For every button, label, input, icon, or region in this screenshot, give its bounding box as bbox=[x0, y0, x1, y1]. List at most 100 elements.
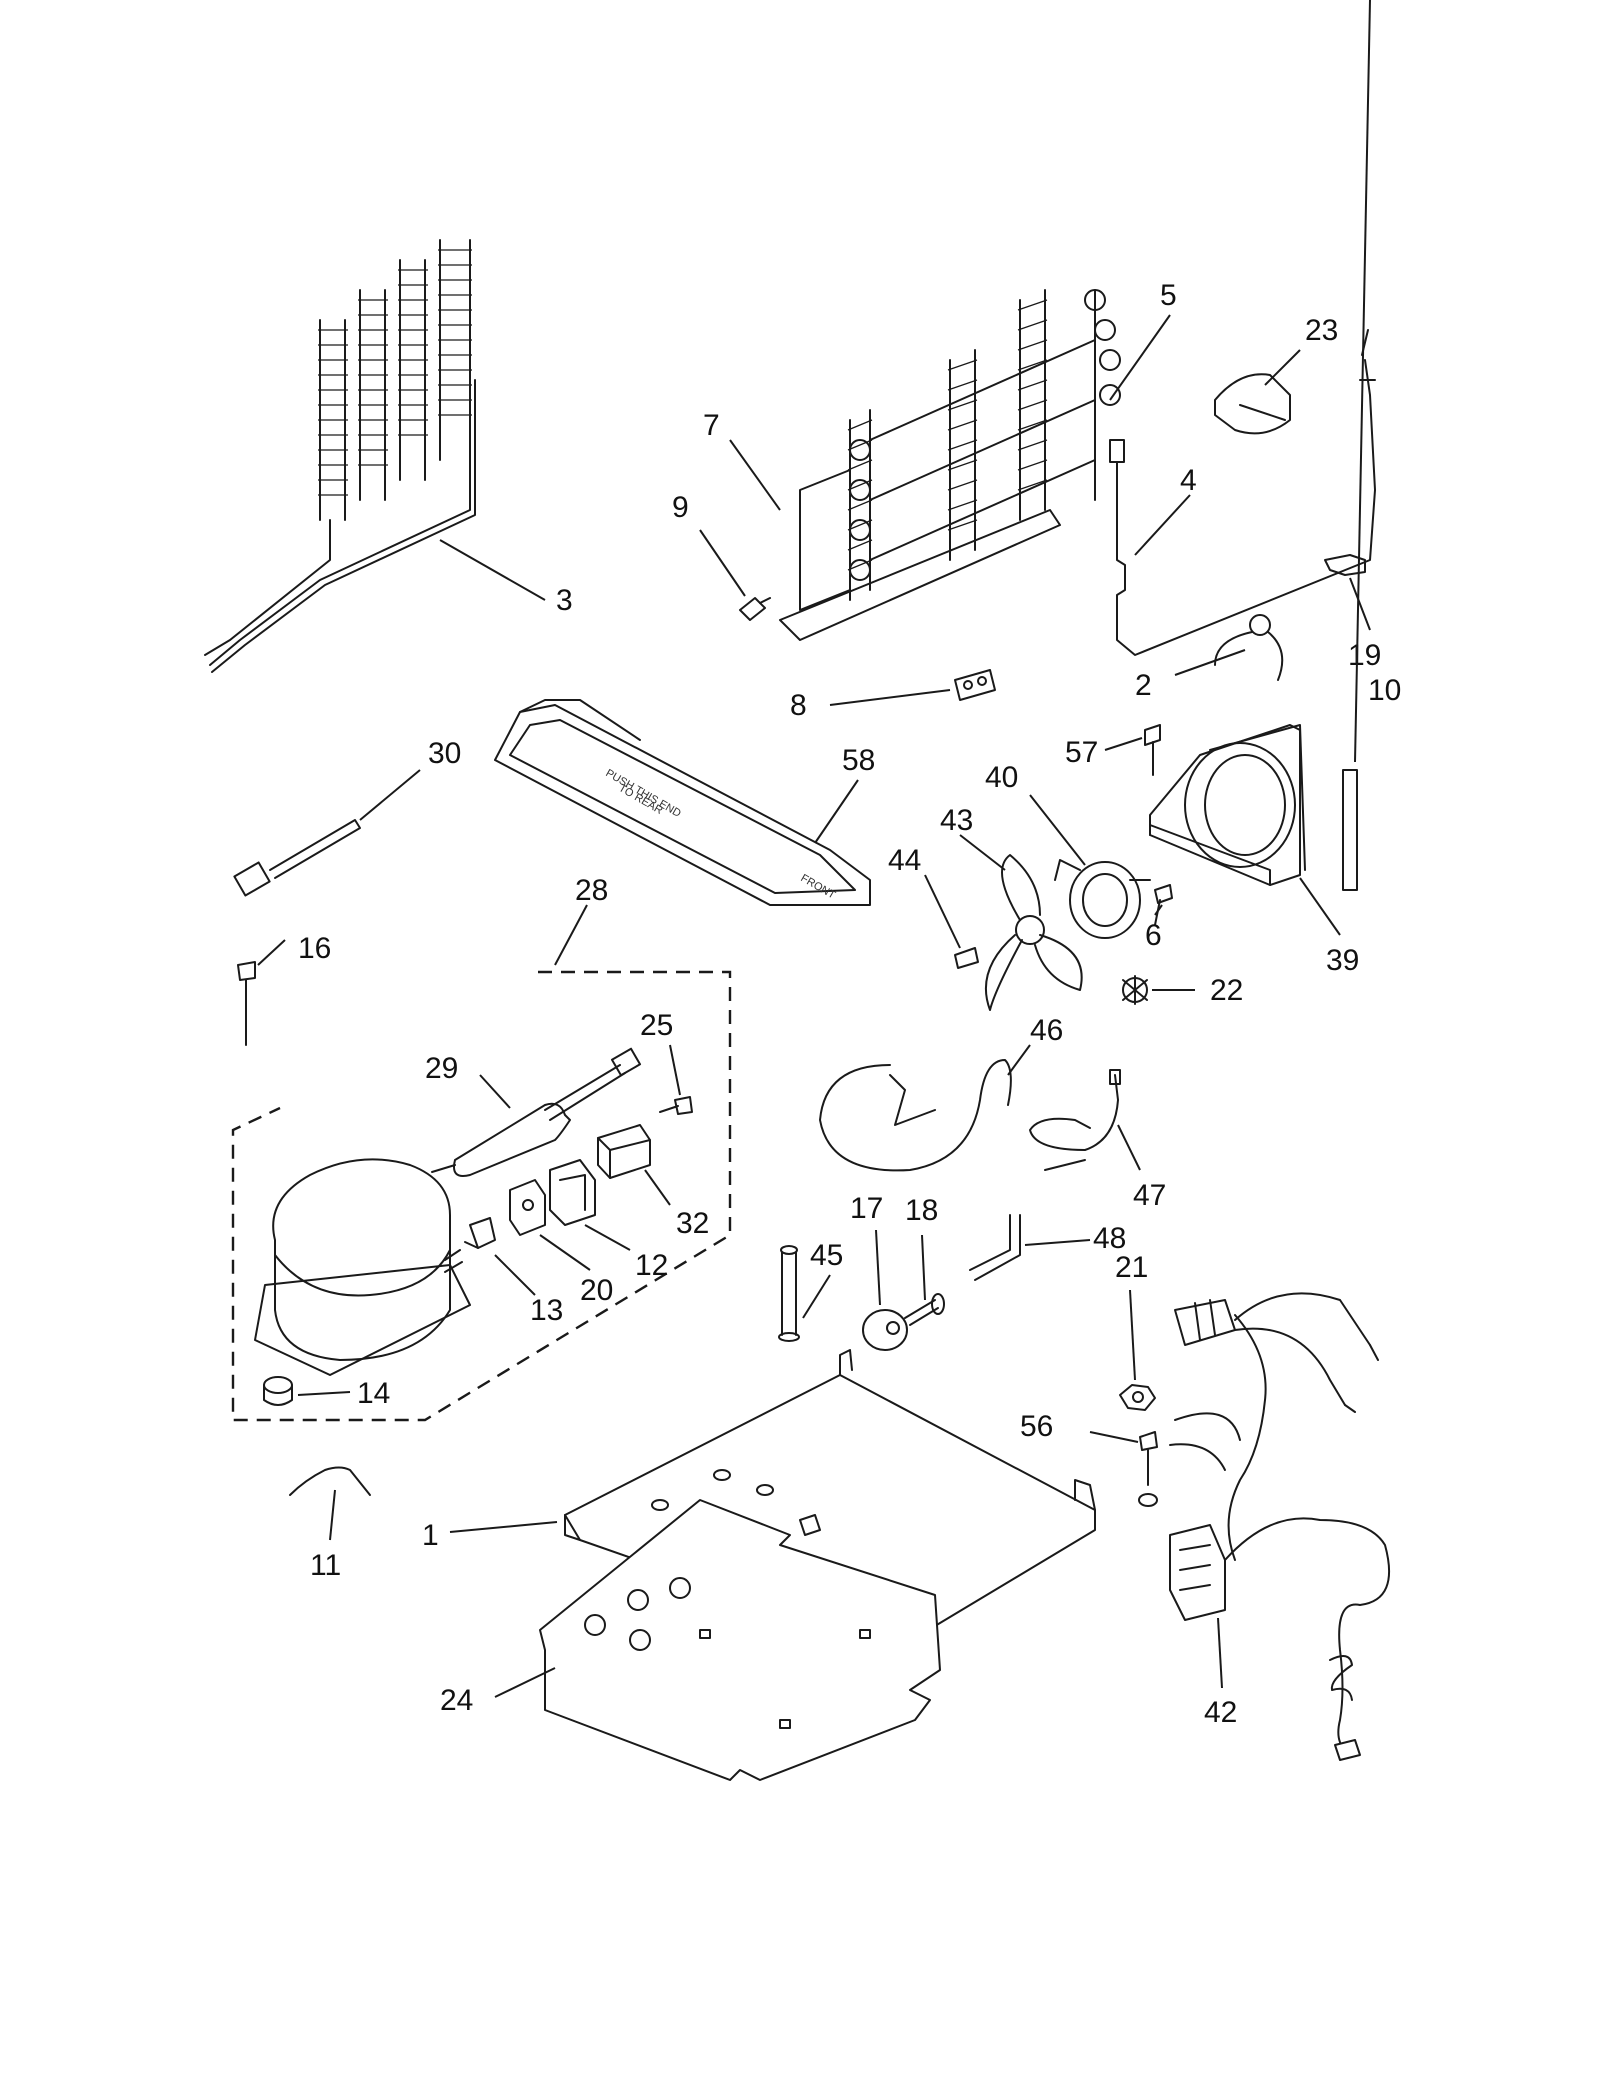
leader-18 bbox=[921, 1234, 926, 1301]
callout-25: 25 bbox=[640, 1009, 673, 1042]
leader-24 bbox=[494, 1667, 556, 1698]
compressor-body bbox=[254, 1158, 471, 1376]
screw-washer-part-56 bbox=[1138, 1431, 1158, 1507]
leader-7 bbox=[729, 439, 781, 511]
leader-25 bbox=[669, 1044, 681, 1096]
sensor-part-2 bbox=[1214, 614, 1284, 681]
callout-58: 58 bbox=[842, 744, 875, 777]
bracket-part-8 bbox=[954, 669, 996, 701]
callout-11: 11 bbox=[310, 1549, 341, 1582]
callout-17: 17 bbox=[850, 1192, 883, 1225]
condenser-part-3 bbox=[204, 239, 476, 673]
callout-20: 20 bbox=[580, 1274, 613, 1307]
callout-24: 24 bbox=[440, 1684, 473, 1717]
leader-48 bbox=[1024, 1239, 1091, 1246]
clip-part-44 bbox=[954, 947, 979, 969]
leader-14 bbox=[297, 1391, 351, 1396]
callout-43: 43 bbox=[940, 804, 973, 837]
screw-part-25 bbox=[659, 1096, 693, 1115]
overload-part-32 bbox=[597, 1124, 651, 1179]
callout-23: 23 bbox=[1305, 314, 1338, 347]
callout-18: 18 bbox=[905, 1194, 938, 1227]
capacitor-part-29 bbox=[431, 1047, 642, 1177]
fan-blade-part-43 bbox=[984, 854, 1083, 1011]
relay-cover-part-12 bbox=[549, 1159, 596, 1226]
leader-9 bbox=[699, 529, 746, 597]
leader-32 bbox=[644, 1169, 671, 1206]
leader-58 bbox=[814, 779, 859, 844]
cable-tie-part-30 bbox=[233, 819, 361, 897]
leader-30 bbox=[359, 769, 421, 821]
fan-motor-part-40 bbox=[1054, 859, 1151, 939]
nut-part-21 bbox=[1119, 1384, 1156, 1411]
leader-17 bbox=[875, 1229, 881, 1306]
base-pan-part-1 bbox=[564, 1349, 1096, 1651]
callout-14: 14 bbox=[357, 1377, 390, 1410]
callout-5: 5 bbox=[1160, 279, 1177, 312]
nut-part-22 bbox=[1122, 975, 1148, 1005]
drain-tray-part-58: PUSH THIS END TO REAR FRONT bbox=[494, 699, 871, 906]
roller-part-17 bbox=[862, 1309, 908, 1351]
callout-56: 56 bbox=[1020, 1410, 1053, 1443]
callout-1: 1 bbox=[422, 1519, 439, 1552]
cover-part-23 bbox=[1214, 373, 1291, 435]
leader-46 bbox=[1007, 1044, 1031, 1076]
leader-23 bbox=[1264, 349, 1301, 386]
leader-20 bbox=[539, 1234, 591, 1271]
leader-3 bbox=[439, 539, 546, 601]
leader-4 bbox=[1134, 494, 1191, 556]
leader-40 bbox=[1029, 794, 1086, 866]
screw-part-57 bbox=[1144, 724, 1161, 776]
callout-2: 2 bbox=[1135, 669, 1152, 702]
compressor-kit-boundary-part-28 bbox=[231, 970, 732, 1422]
leader-1 bbox=[449, 1521, 558, 1533]
leader-6 bbox=[1154, 904, 1163, 916]
callout-42: 42 bbox=[1204, 1696, 1237, 1729]
pipe-part-48 bbox=[969, 1214, 1021, 1281]
callout-13: 13 bbox=[530, 1294, 563, 1327]
clip-part-11 bbox=[289, 1466, 371, 1496]
fan-shroud-part-39 bbox=[1149, 724, 1306, 886]
callout-9: 9 bbox=[672, 491, 689, 524]
callout-48: 48 bbox=[1093, 1222, 1126, 1255]
callout-40: 40 bbox=[985, 761, 1018, 794]
callout-21: 21 bbox=[1115, 1251, 1148, 1284]
callout-46: 46 bbox=[1030, 1014, 1063, 1047]
clip-part-19 bbox=[1324, 554, 1366, 576]
leader-47 bbox=[1117, 1124, 1141, 1171]
callout-12: 12 bbox=[635, 1249, 668, 1282]
callout-39: 39 bbox=[1326, 944, 1359, 977]
callout-6: 6 bbox=[1145, 919, 1162, 952]
relay-part-20 bbox=[509, 1179, 546, 1236]
axle-screw-part-18 bbox=[904, 1293, 945, 1326]
leader-13 bbox=[494, 1254, 536, 1296]
screw-part-9 bbox=[739, 597, 771, 621]
leader-11 bbox=[329, 1489, 336, 1541]
leader-16 bbox=[257, 939, 286, 966]
tube-part-47 bbox=[1029, 1069, 1121, 1171]
insulation-panel-part-24 bbox=[539, 1499, 941, 1781]
leader-21 bbox=[1129, 1289, 1136, 1381]
wire-harness-part-42 bbox=[1169, 1292, 1391, 1761]
leader-12 bbox=[584, 1224, 631, 1251]
callout-28: 28 bbox=[575, 874, 608, 907]
leader-19 bbox=[1349, 577, 1371, 631]
callout-29: 29 bbox=[425, 1052, 458, 1085]
leader-29 bbox=[479, 1074, 511, 1109]
callout-10: 10 bbox=[1368, 674, 1401, 707]
leader-43 bbox=[959, 834, 1006, 871]
callout-22: 22 bbox=[1210, 974, 1243, 1007]
leader-39 bbox=[1299, 877, 1341, 936]
gasket-strip-part-10 bbox=[1342, 769, 1358, 891]
grommet-part-14 bbox=[263, 1376, 293, 1406]
leader-57 bbox=[1104, 737, 1143, 751]
leader-10 bbox=[1354, 0, 1371, 763]
evaporator-part-5 bbox=[779, 289, 1121, 641]
leader-5 bbox=[1109, 314, 1171, 401]
tube-part-46 bbox=[819, 1059, 1012, 1172]
callout-16: 16 bbox=[298, 932, 331, 965]
callout-7: 7 bbox=[703, 409, 720, 442]
leader-28 bbox=[554, 904, 588, 966]
leader-45 bbox=[802, 1274, 831, 1319]
